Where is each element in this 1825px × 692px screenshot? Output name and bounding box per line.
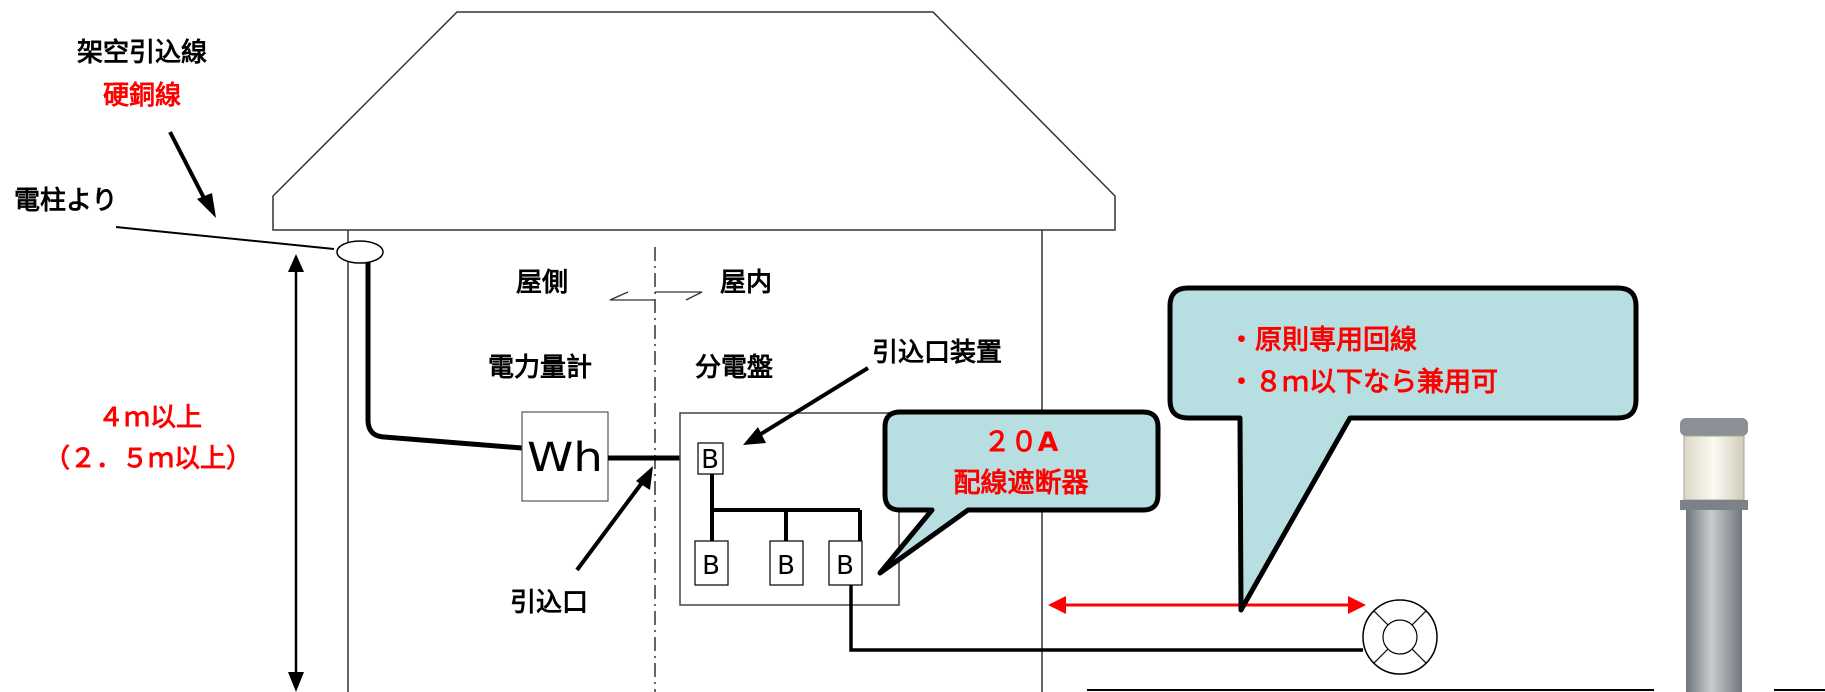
outdoor-fixture-symbol xyxy=(1362,599,1438,675)
service-attachment-insulator xyxy=(336,240,384,264)
breaker-callout-type: 配線遮断器 xyxy=(954,467,1090,499)
service-cable xyxy=(365,262,523,451)
service-device-label: 引込口装置 xyxy=(872,338,1002,368)
branch-breaker-2 xyxy=(769,540,804,586)
main-breaker-symbol: B xyxy=(701,445,719,475)
panel-bus xyxy=(710,474,862,541)
branch-breaker-3-symbol: B xyxy=(836,551,854,581)
circuit-callout-rule: ・原則専用回線 xyxy=(1228,324,1417,356)
outdoor-indoor-arrows xyxy=(609,291,703,301)
indoor-label: 屋内 xyxy=(720,268,772,298)
circuit-callout-bubble xyxy=(1167,285,1639,613)
meter-label: 電力量計 xyxy=(488,352,592,383)
panel-label: 分電盤 xyxy=(695,353,774,383)
height-dimension-arrow xyxy=(288,254,304,692)
circuit-callout-exception: ・８ｍ以下なら兼用可 xyxy=(1228,366,1498,398)
breaker-callout-rating: ２０A xyxy=(984,427,1059,458)
service-entrance-label: 引込口 xyxy=(510,588,588,618)
drop-wire-pointer-arrow xyxy=(168,131,216,218)
branch-breaker-2-symbol: B xyxy=(777,551,795,581)
branch-circuit-cable xyxy=(849,585,1363,652)
branch-breaker-1 xyxy=(694,540,729,586)
height-main-label: ４ｍ以上 xyxy=(98,403,202,433)
from-pole-label: 電柱より xyxy=(14,186,117,216)
branch-breaker-1-symbol: B xyxy=(702,551,720,581)
bollard-light-image xyxy=(1654,415,1774,692)
overhead-drop-label: 架空引込線 xyxy=(77,37,207,68)
house-outline xyxy=(272,11,1116,692)
distance-arrow xyxy=(1048,596,1366,614)
service-entrance-pointer-arrow xyxy=(575,466,653,572)
watt-hour-meter xyxy=(521,411,609,502)
hard-copper-label: 硬銅線 xyxy=(103,80,181,111)
branch-breaker-3 xyxy=(828,540,863,586)
meter-symbol: Wh xyxy=(527,435,603,481)
overhead-drop-wire xyxy=(115,226,335,250)
outdoor-label: 屋側 xyxy=(516,268,568,298)
service-device-pointer-arrow xyxy=(743,366,870,445)
house-roof xyxy=(272,11,1116,231)
breaker-callout-bubble xyxy=(877,409,1161,576)
height-alt-label: （２．５ｍ以上） xyxy=(44,444,252,474)
